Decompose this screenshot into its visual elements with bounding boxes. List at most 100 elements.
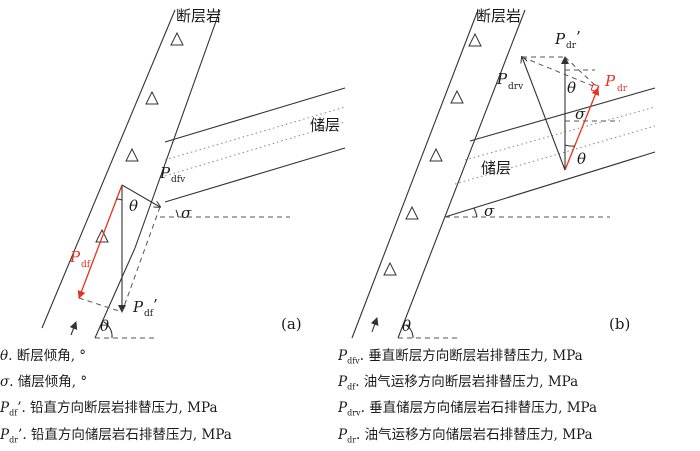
theta-arc [564, 144, 576, 147]
legend-subscript: dfv [347, 356, 360, 366]
legend-item: Pdf. 油气运移方向断层岩排替压力, MPa [338, 372, 597, 398]
fault-boundary-left [41, 9, 176, 329]
fault-rock-symbol [125, 147, 139, 162]
panel-label-a: (a) [281, 315, 302, 333]
sigma-label-top: σ [575, 105, 586, 123]
theta-label-bottom: θ [100, 317, 109, 335]
pdrv-subscript: drv [508, 82, 524, 92]
pdf-subscript: df [81, 260, 91, 270]
right-angle-mark [590, 83, 600, 93]
pdr-prime-subscript: dr [566, 41, 577, 51]
legend-item: Pdrv. 垂直储层方向储层岩石排替压力, MPa [338, 398, 597, 424]
pdf-prime-subscript: df [144, 309, 154, 319]
legend-subscript: df [347, 382, 356, 392]
legend-item: Pdf’. 铅直方向断层岩排替压力, MPa [0, 398, 232, 424]
migration-direction-arrow [69, 321, 78, 336]
fault-boundary-left [351, 9, 479, 339]
pdf-migration-arrow [77, 184, 123, 299]
pdf-symbol: P [69, 248, 81, 266]
fault-rock-symbol [450, 89, 464, 104]
sigma-label: σ [484, 202, 495, 220]
legend-text: ’. 铅直方向储层岩石排替压力, MPa [18, 426, 232, 443]
panel-a: 断层岩 储层 (a) P dfv P df P df ’ θ σ θ [41, 7, 346, 339]
pdfv-subscript: dfv [171, 175, 186, 185]
legend-item: σ. 储层倾角, ° [0, 372, 232, 398]
theta-label: θ [129, 197, 138, 215]
reservoir-label: 储层 [481, 159, 511, 177]
panel-b: 断层岩 储层 (b) P dr ’ P drv P dr θ σ θ σ θ [351, 7, 656, 339]
sigma-arc [473, 207, 478, 218]
fault-rock-symbol [95, 228, 109, 243]
legend-symbol: P [0, 426, 10, 443]
legend-text: . 油气运移方向断层岩排替压力, MPa [355, 374, 579, 391]
fault-rock-symbol [170, 31, 184, 46]
theta-label-top: θ [567, 79, 576, 97]
legend-text: . 油气运移方向储层岩石排替压力, MPa [356, 426, 593, 443]
reservoir-label: 储层 [310, 116, 340, 134]
fault-rock-symbol [145, 90, 159, 105]
reservoir-top-boundary [164, 87, 346, 143]
pdfv-arrow [121, 184, 160, 207]
legend-text: . 断层倾角, ° [8, 348, 87, 364]
theta-arc-bottom [103, 321, 113, 339]
fault-rock-label: 断层岩 [476, 7, 521, 25]
legend-symbol: P [338, 348, 348, 364]
reservoir-bottom-boundary [444, 151, 656, 218]
pdrv-symbol: P [496, 70, 508, 88]
diagram: 断层岩 储层 (a) P dfv P df P df ’ θ σ θ [41, 7, 656, 339]
pdf-prime-mark: ’ [153, 296, 158, 314]
legend-item: θ. 断层倾角, ° [0, 346, 232, 372]
pdrv-arrow [522, 57, 566, 171]
panel-label-b: (b) [609, 315, 630, 333]
pdr-subscript: dr [617, 84, 628, 94]
legend-subscript: dr [9, 435, 19, 445]
sigma-arc [175, 209, 179, 218]
pdr-prime-symbol: P [554, 30, 566, 48]
reservoir-dotted-line [464, 106, 656, 161]
fault-boundary-right-upper [134, 9, 221, 249]
vector-closing-dash [121, 206, 161, 313]
legend-symbol: θ [0, 348, 9, 364]
theta-label-mid: θ [577, 150, 586, 168]
legend-text: ’. 铅直方向断层岩排替压力, MPa [17, 400, 218, 417]
sigma-label: σ [181, 204, 192, 222]
pdr-migration-arrow [564, 87, 600, 171]
legend-symbol: σ [0, 374, 10, 391]
legend-item: Pdfv. 垂直断层方向断层岩排替压力, MPa [338, 346, 597, 372]
legend-symbol: P [338, 426, 348, 443]
legend-text: . 储层倾角, ° [9, 374, 88, 391]
pdr-symbol: P [604, 72, 616, 90]
legend-symbol: P [0, 400, 10, 417]
migration-direction-arrow [370, 317, 379, 333]
fault-rock-label: 断层岩 [176, 7, 221, 25]
theta-arc-bottom [405, 324, 414, 339]
reservoir-dotted-line [454, 125, 656, 185]
fault-boundary-right [397, 9, 526, 339]
legend-text: . 垂直断层方向断层岩排替压力, MPa [359, 348, 583, 364]
reservoir-top-boundary [469, 87, 656, 142]
legend-symbol: P [338, 374, 348, 391]
vector-closing-dash [78, 297, 123, 313]
reservoir-bottom-boundary [164, 147, 346, 203]
legend-item: Pdr. 油气运移方向储层岩石排替压力, MPa [338, 425, 597, 451]
legend-subscript: dr [347, 435, 357, 445]
fault-rock-symbol [468, 32, 482, 47]
legend-symbol: P [338, 400, 348, 417]
legend-right: Pdfv. 垂直断层方向断层岩排替压力, MPa Pdf. 油气运移方向断层岩排… [338, 346, 597, 451]
vector-closing-dash [564, 56, 599, 89]
theta-label-bottom: θ [402, 317, 411, 335]
vector-closing-dash [521, 56, 599, 89]
fault-rock-symbol [429, 147, 443, 162]
legend-text: . 垂直储层方向储层岩石排替压力, MPa [360, 400, 598, 417]
legend-subscript: drv [347, 409, 361, 419]
fault-rock-symbol [383, 261, 397, 276]
fault-boundary-right-lower [94, 247, 136, 339]
legend-item: Pdr’. 铅直方向储层岩石排替压力, MPa [0, 425, 232, 451]
legend-left: θ. 断层倾角, ° σ. 储层倾角, ° Pdf’. 铅直方向断层岩排替压力,… [0, 346, 232, 451]
pdfv-symbol: P [159, 164, 171, 182]
pdr-prime-mark: ’ [576, 28, 581, 46]
pdf-prime-symbol: P [132, 298, 144, 316]
theta-arc [115, 198, 123, 201]
legend-subscript: df [9, 409, 18, 419]
fault-rock-symbol [405, 205, 419, 220]
